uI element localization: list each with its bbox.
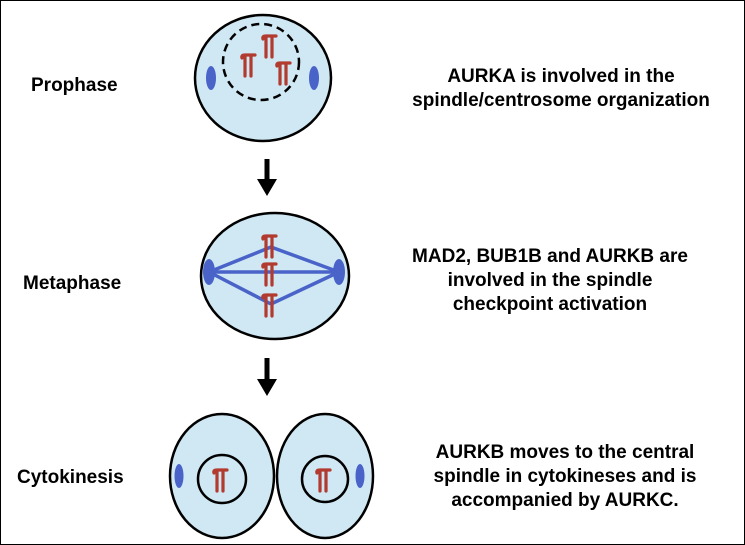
- prophase-description: AURKA is involved in the spindle/centros…: [396, 65, 726, 113]
- cytokinesis-right-nucleus: [300, 454, 350, 504]
- cytokinesis-description-line: accompanied by AURKC.: [451, 490, 679, 511]
- cytokinesis-description-line: AURKB moves to the central: [435, 442, 695, 463]
- arrow-prophase-to-metaphase: [257, 159, 277, 196]
- metaphase-description-line: checkpoint activation: [452, 294, 648, 315]
- arrow-metaphase-to-cytokinesis: [257, 358, 277, 396]
- cytokinesis-cell-left: [168, 412, 276, 540]
- prophase-description-line: spindle/centrosome organization: [412, 90, 710, 111]
- prophase-cell: [193, 13, 333, 143]
- cytokinesis-cell-right: [275, 412, 375, 540]
- metaphase-spindle: [208, 245, 340, 306]
- metaphase-cell-membrane: [199, 211, 351, 341]
- metaphase-centrosome-right: [333, 259, 345, 285]
- cytokinesis-description: AURKB moves to the central spindle in cy…: [400, 441, 730, 513]
- prophase-centrosome-left: [206, 66, 216, 90]
- metaphase-description-line: involved in the spindle: [447, 270, 653, 291]
- cytokinesis-right-centrosome: [355, 464, 365, 488]
- prophase-centrosome-right: [309, 66, 319, 90]
- cytokinesis-label: Cytokinesis: [17, 467, 124, 488]
- cytokinesis-left-centrosome: [174, 464, 184, 488]
- cytokinesis-description-line: spindle in cytokineses and is: [433, 466, 697, 487]
- prophase-nuclear-envelope: [221, 22, 301, 102]
- metaphase-centrosome-left: [203, 259, 215, 285]
- metaphase-label: Metaphase: [23, 273, 122, 294]
- prophase-label: Prophase: [31, 75, 118, 96]
- prophase-description-line: AURKA is involved in the: [447, 66, 675, 87]
- metaphase-description: MAD2, BUB1B and AURKB are involved in th…: [385, 245, 715, 317]
- cytokinesis-left-nucleus: [196, 453, 248, 505]
- metaphase-description-line: MAD2, BUB1B and AURKB are: [412, 246, 688, 267]
- metaphase-cell: [199, 211, 351, 341]
